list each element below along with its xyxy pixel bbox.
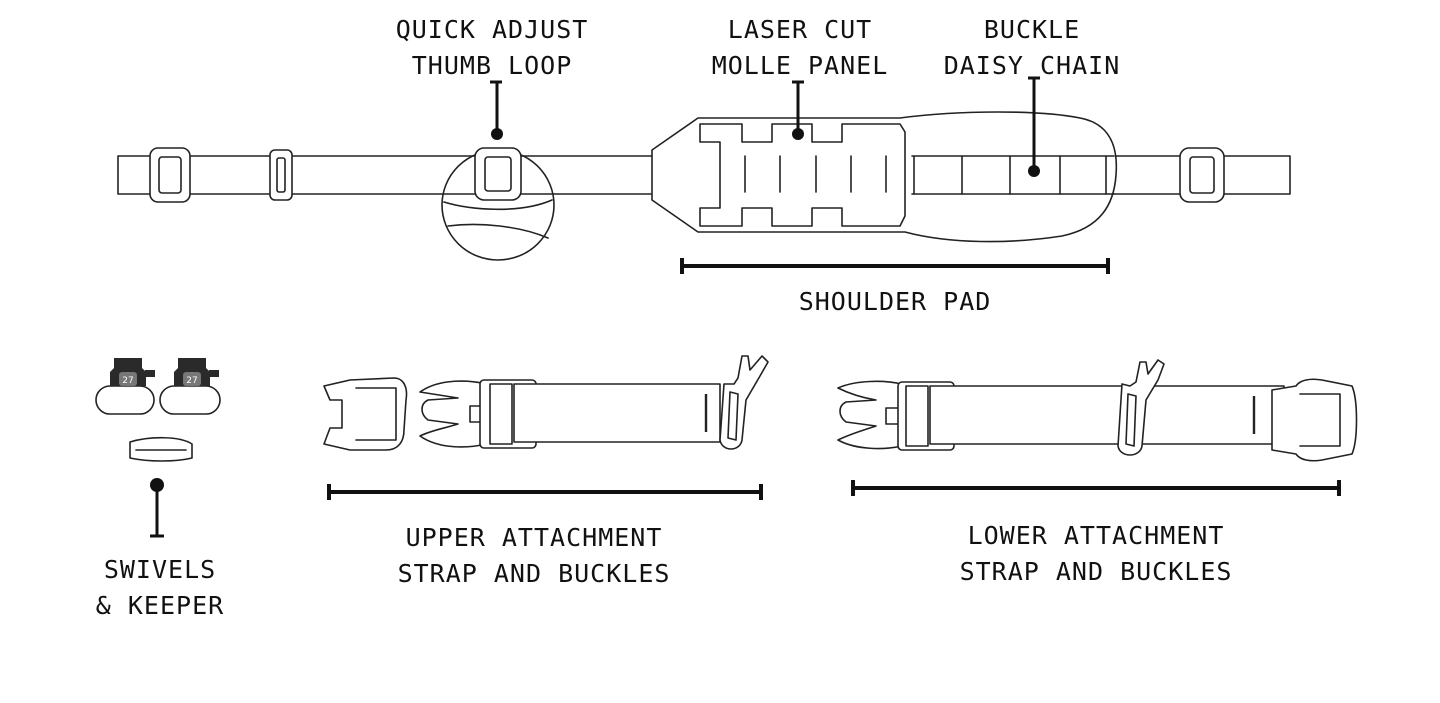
lower-female-buckle — [1271, 378, 1358, 462]
lower-strap-dimension — [851, 480, 1341, 496]
molle-panel-leader — [792, 80, 804, 140]
thumb-loop-leader — [490, 80, 503, 140]
thumb-loop — [441, 147, 555, 261]
upper-hook — [719, 355, 769, 450]
daisy-chain — [911, 155, 1115, 195]
daisy-chain-label: BUCKLE DAISY CHAIN — [943, 15, 1121, 80]
upper-strap-dimension — [327, 484, 763, 500]
molle-panel-label: LASER CUT MOLLE PANEL — [711, 15, 889, 80]
swivels-and-keeper: 27 27 — [95, 358, 221, 538]
swivel-marking: 27 — [186, 376, 197, 386]
swivels-leader — [150, 478, 164, 538]
upper-attachment-strap — [323, 355, 769, 451]
molle-panel — [699, 123, 906, 227]
left-slide-buckle — [149, 147, 191, 203]
lower-strap-label: LOWER ATTACHMENT STRAP AND BUCKLES — [959, 521, 1233, 586]
keeper — [129, 436, 193, 462]
swivel-left: 27 — [95, 358, 155, 415]
shoulder-pad-label: SHOULDER PAD — [798, 287, 992, 316]
upper-female-buckle — [323, 377, 408, 451]
lower-hook — [1117, 359, 1165, 456]
swivel-marking: 27 — [122, 376, 133, 386]
thumb-loop-label: QUICK ADJUST THUMB LOOP — [395, 15, 589, 80]
swivel-right: 27 — [159, 358, 221, 415]
lower-attachment-strap — [837, 359, 1358, 462]
main-sling — [117, 111, 1291, 261]
strap-keeper — [269, 149, 293, 201]
shoulder-pad — [651, 111, 1118, 243]
right-slide-buckle — [1179, 147, 1225, 203]
daisy-chain-leader — [1028, 76, 1040, 177]
upper-strap-label: UPPER ATTACHMENT STRAP AND BUCKLES — [397, 523, 671, 588]
shoulder-pad-dimension — [680, 258, 1110, 274]
swivels-label: SWIVELS & KEEPER — [95, 555, 225, 620]
lower-male-buckle — [837, 380, 903, 450]
molle-slots — [744, 155, 887, 193]
